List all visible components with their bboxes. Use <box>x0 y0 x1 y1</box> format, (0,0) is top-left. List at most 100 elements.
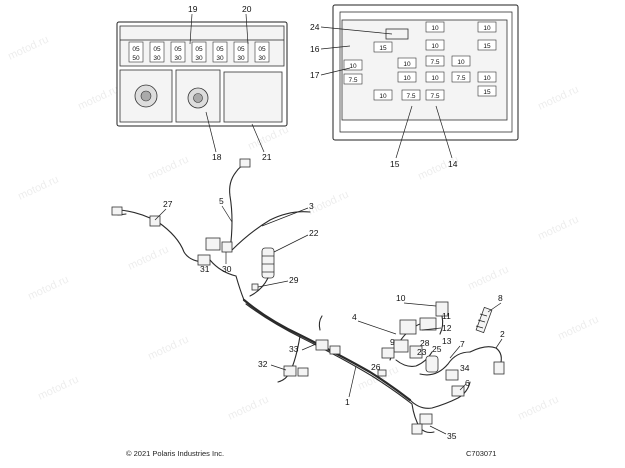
fuse-label-top: 05 <box>237 46 245 53</box>
fuse: 10 <box>343 59 363 71</box>
callout-24: 24 <box>310 22 320 32</box>
fuse-label-bottom: 30 <box>237 55 245 62</box>
callout-23: 23 <box>417 347 427 357</box>
callout-30: 30 <box>222 264 232 274</box>
callout-25: 25 <box>432 344 442 354</box>
connector <box>111 206 123 216</box>
watermark: motod.ru <box>76 83 120 112</box>
part-8 <box>475 306 493 334</box>
fuse: 10 <box>397 71 417 83</box>
connector <box>149 215 161 227</box>
watermark: motod.ru <box>126 243 170 272</box>
callout-14: 14 <box>448 159 458 169</box>
fuse-puller <box>385 28 409 40</box>
callout-16: 16 <box>310 44 320 54</box>
callout-15: 15 <box>390 159 400 169</box>
callout-18: 18 <box>212 152 222 162</box>
fuse-label-top: 05 <box>195 46 203 53</box>
fuse: 7.5 <box>425 89 445 101</box>
fuse-label: 7.5 <box>406 93 415 100</box>
harness-callouts: 27 5 3 22 31 30 29 33 32 1 26 4 9 10 11 … <box>154 196 505 441</box>
fuse-label-top: 05 <box>153 46 161 53</box>
fuse: 7.5 <box>401 89 421 101</box>
fuse: 15 <box>373 41 393 53</box>
relay-socket-middle <box>175 69 221 123</box>
watermark: motod.ru <box>146 333 190 362</box>
fuse-label: 10 <box>403 61 411 68</box>
fuse-label: 7.5 <box>456 75 465 82</box>
callout-34: 34 <box>460 363 470 373</box>
fuse-label: 15 <box>379 45 387 52</box>
callout-1: 1 <box>345 397 350 407</box>
fuse: 10 <box>477 21 497 33</box>
fuse-label: 10 <box>431 43 439 50</box>
fuse-label-bottom: 30 <box>216 55 224 62</box>
fuse: 15 <box>477 85 497 97</box>
callout-21: 21 <box>262 152 272 162</box>
callout-20: 20 <box>242 4 252 14</box>
callout-10: 10 <box>396 293 406 303</box>
callout-28: 28 <box>420 338 430 348</box>
fuse-label-top: 05 <box>132 46 140 53</box>
callout-29: 29 <box>289 275 299 285</box>
callout-17: 17 <box>310 70 320 80</box>
relay-13 <box>425 355 439 373</box>
connector-11 <box>399 319 417 335</box>
drawing-number: C703071 <box>466 449 496 458</box>
watermark: motod.ru <box>556 313 600 342</box>
fuse: 10 <box>477 71 497 83</box>
callout-7: 7 <box>460 339 465 349</box>
connector-33 <box>315 339 329 351</box>
callout-32: 32 <box>258 359 268 369</box>
fuse-label: 7.5 <box>430 59 439 66</box>
fuse-label-top: 05 <box>258 46 266 53</box>
callout-4: 4 <box>352 312 357 322</box>
fuse-label-bottom: 30 <box>195 55 203 62</box>
fuse-label: 10 <box>457 59 465 66</box>
fuse: 10 <box>425 39 445 51</box>
callout-8: 8 <box>498 293 503 303</box>
watermark: motod.ru <box>6 33 50 62</box>
fuse-label: 10 <box>379 93 387 100</box>
fuse: 10 <box>451 55 471 67</box>
fuse-label-bottom: 50 <box>132 55 140 62</box>
branch-27 <box>119 209 207 263</box>
connector-28 <box>409 345 423 359</box>
branch-7 <box>419 351 471 376</box>
fuse-label: 10 <box>349 63 357 70</box>
fuse: 10 <box>397 57 417 69</box>
connector-30 <box>205 237 221 251</box>
fuse-label: 10 <box>431 75 439 82</box>
watermark: motod.ru <box>146 153 190 182</box>
callout-26: 26 <box>371 362 381 372</box>
fuse-label-bottom: 30 <box>258 55 266 62</box>
fuse-label-top: 05 <box>216 46 224 53</box>
fuse: 10 <box>425 71 445 83</box>
connector-34 <box>445 369 459 381</box>
callout-27: 27 <box>163 199 173 209</box>
fuse-label: 10 <box>483 75 491 82</box>
watermark: motod.ru <box>26 273 70 302</box>
callout-22: 22 <box>309 228 319 238</box>
callout-13: 13 <box>442 336 452 346</box>
copyright-notice: © 2021 Polaris Industries Inc. <box>126 449 224 458</box>
watermark: motod.ru <box>516 393 560 422</box>
watermark: motod.ru <box>536 83 580 112</box>
callout-6: 6 <box>465 378 470 388</box>
fuse-label: 7.5 <box>430 93 439 100</box>
watermark: motod.ru <box>536 213 580 242</box>
fuse-label: 15 <box>483 89 491 96</box>
branch-6 <box>409 381 471 409</box>
callout-19: 19 <box>188 4 198 14</box>
fuse-label-bottom: 30 <box>174 55 182 62</box>
